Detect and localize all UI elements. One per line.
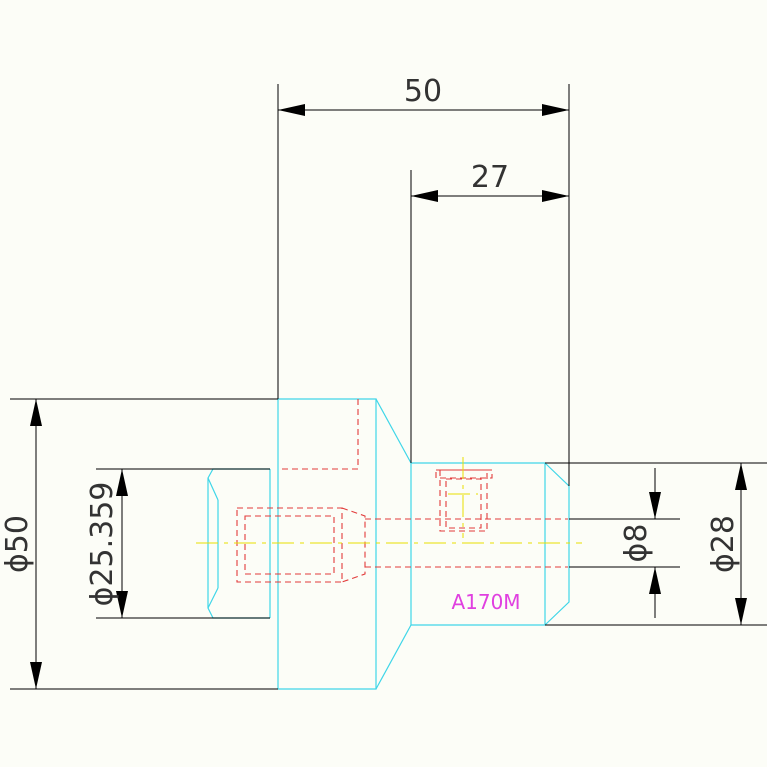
stub-end-chamfer — [544, 462, 570, 626]
taper-bottom — [375, 624, 412, 690]
arrowhead-bottom — [649, 567, 661, 594]
hidden-hole-tip — [341, 507, 366, 583]
dimension-text: ϕ8 — [619, 524, 654, 563]
dimension-stub-diameter: ϕ28 — [545, 462, 767, 626]
arrowhead-bottom — [30, 662, 42, 689]
dimension-text: ϕ25.359 — [85, 482, 120, 607]
part-label: A170M — [451, 590, 520, 614]
hidden-step — [278, 399, 359, 470]
hidden-features — [236, 399, 568, 583]
bore-inner-line-bottom — [207, 587, 219, 609]
part-outline — [207, 398, 570, 690]
arrowhead-top — [116, 469, 128, 496]
dimension-large-diameter: ϕ50 — [0, 398, 278, 690]
arrowhead-right — [542, 190, 569, 202]
dimension-text: ϕ50 — [0, 515, 35, 573]
dimension-overall-length: 50 — [277, 74, 570, 486]
arrowhead-bottom — [116, 591, 128, 618]
arrowhead-top — [735, 463, 747, 490]
arrowhead-left — [411, 190, 438, 202]
bore-inner-line-top — [207, 477, 219, 501]
hidden-threaded-hole-outer — [236, 507, 343, 583]
dimension-text: 50 — [404, 74, 442, 109]
hidden-cross-hole-inner — [445, 478, 482, 529]
dimension-text: ϕ28 — [706, 515, 741, 573]
arrowhead-left — [278, 104, 305, 116]
center-lines — [196, 457, 582, 544]
dimension-pin-diameter: ϕ8 — [569, 468, 680, 618]
arrowhead-top — [649, 492, 661, 519]
dimension-bore-diameter: ϕ25.359 — [85, 468, 270, 619]
taper-top — [375, 398, 412, 464]
hidden-cross-hole-cap — [435, 469, 493, 479]
hidden-threaded-hole-inner — [244, 515, 335, 575]
large-body-outline — [277, 398, 377, 690]
arrowhead-bottom — [735, 598, 747, 625]
arrowhead-top — [30, 399, 42, 426]
arrowhead-right — [542, 104, 569, 116]
dimension-stub-length: 27 — [410, 160, 569, 463]
dimension-text: 27 — [471, 160, 509, 195]
